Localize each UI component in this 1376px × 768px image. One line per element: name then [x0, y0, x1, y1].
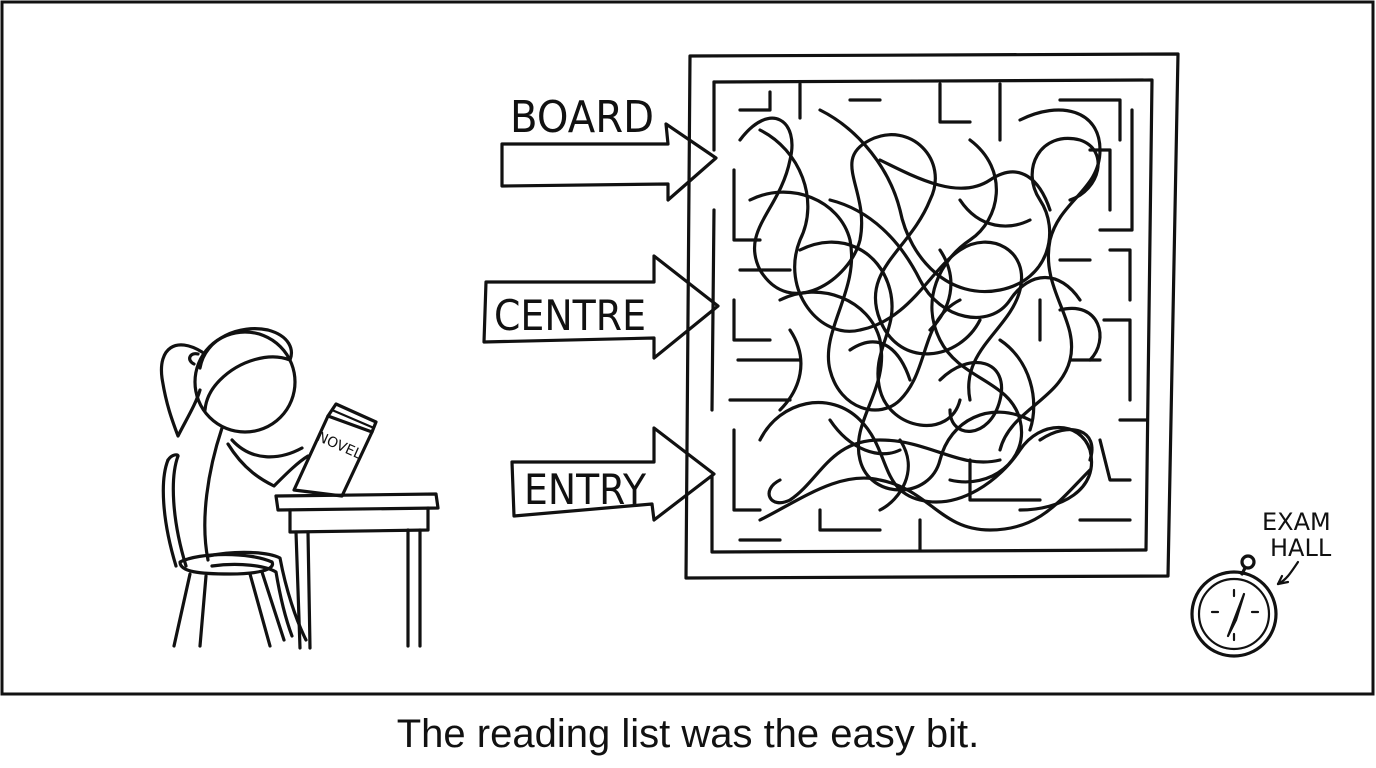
arrow-centre: CENTRE: [482, 254, 720, 360]
compass-label-hall: HALL: [1270, 534, 1332, 562]
comic-drawing: NOVEL BOARD CENTRE ENTRY: [0, 0, 1375, 696]
maze-walls: [728, 82, 1148, 552]
comic-panel: NOVEL BOARD CENTRE ENTRY: [0, 0, 1375, 696]
compass-label-exam: EXAM: [1262, 508, 1331, 536]
arrow-entry: ENTRY: [510, 426, 716, 522]
maze: [684, 52, 1180, 580]
arrow-board: BOARD: [500, 92, 718, 202]
compass: EXAM HALL: [1190, 508, 1332, 658]
arrow-entry-label: ENTRY: [524, 465, 646, 514]
girl-figure: NOVEL: [159, 327, 440, 650]
arrow-board-label: BOARD: [510, 92, 654, 143]
maze-tangle: [738, 108, 1102, 532]
arrow-centre-label: CENTRE: [494, 291, 646, 340]
comic-caption: The reading list was the easy bit.: [396, 712, 980, 756]
